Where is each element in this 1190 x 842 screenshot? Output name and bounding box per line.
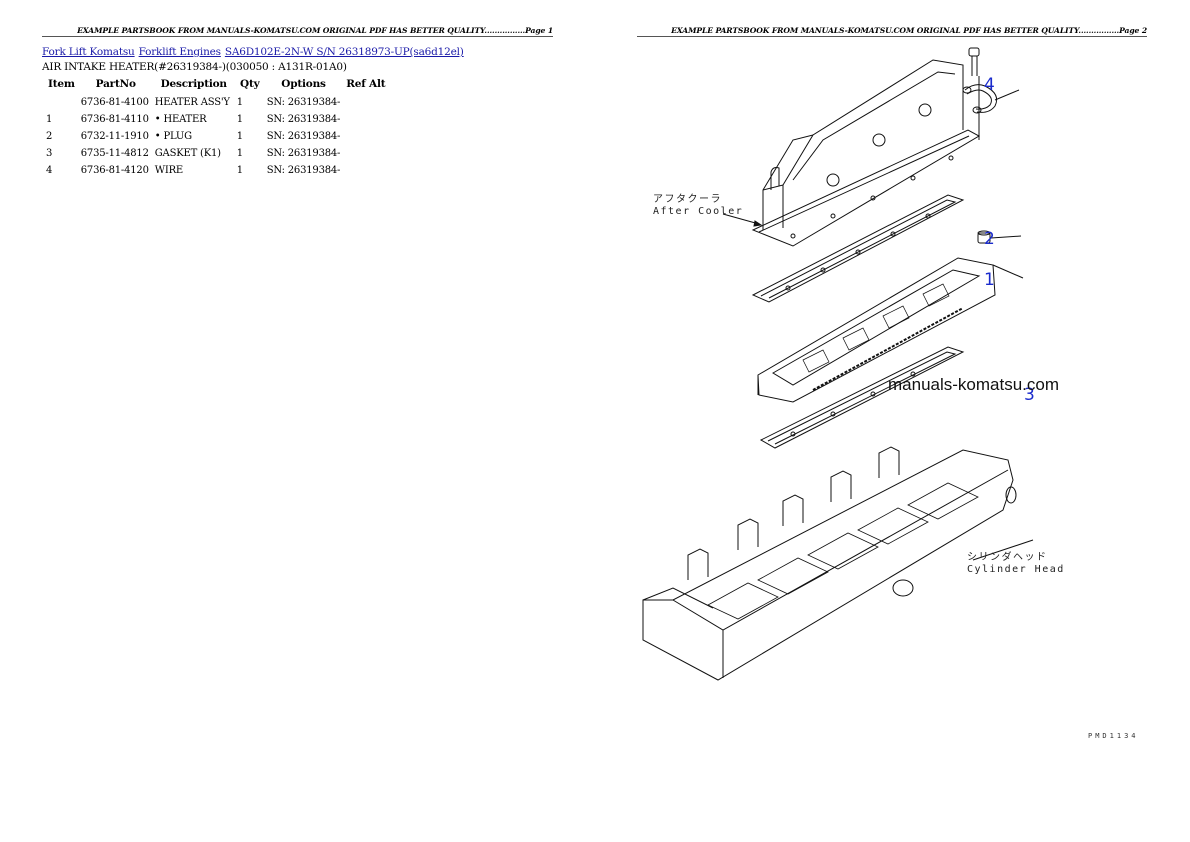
cell-qty: 1 [236, 165, 243, 176]
table-row: 2 6732-11-1910 • PLUG 1 SN: 26319384- [44, 128, 389, 145]
table-row: 6736-81-4100 HEATER ASS'Y 1 SN: 26319384… [44, 94, 389, 111]
cell-description: • HEATER [154, 114, 207, 125]
cell-description: WIRE [154, 165, 184, 176]
after-cooler-icon [722, 59, 981, 247]
callout-3[interactable]: 3 [1024, 385, 1035, 405]
cell-item: 4 [46, 165, 53, 176]
cell-partno: 6736-81-4120 [80, 165, 149, 176]
cell-description: • PLUG [154, 131, 192, 142]
col-options: Options [281, 78, 326, 90]
table-row: 1 6736-81-4110 • HEATER 1 SN: 26319384- [44, 111, 389, 128]
page-header: EXAMPLE PARTSBOOK FROM MANUALS-KOMATSU.C… [671, 26, 1147, 35]
cell-qty: 1 [236, 114, 243, 125]
header-divider [637, 36, 1147, 37]
exploded-parts-diagram [642, 47, 1034, 681]
after-cooler-label-jp: アフタクーラ [653, 194, 722, 205]
cell-options: SN: 26319384- [266, 97, 341, 108]
col-item: Item [48, 78, 75, 90]
cell-partno: 6736-81-4110 [80, 114, 149, 125]
page-header: EXAMPLE PARTSBOOK FROM MANUALS-KOMATSU.C… [77, 26, 553, 35]
heater-housing-icon [757, 257, 1024, 403]
gasket-lower-icon [759, 346, 965, 449]
col-refalt: Ref Alt [346, 78, 386, 90]
table-header-row: Item PartNo Description Qty Options Ref … [44, 77, 389, 94]
cylinder-head-label-en: Cylinder Head [967, 564, 1065, 575]
section-title: AIR INTAKE HEATER(#26319384-)(030050 : A… [42, 61, 347, 73]
table-row: 4 6736-81-4120 WIRE 1 SN: 26319384- [44, 162, 389, 179]
callout-4[interactable]: 4 [984, 75, 995, 95]
cell-item: 1 [46, 114, 53, 125]
cell-qty: 1 [236, 148, 243, 159]
breadcrumb-link-fork-lift-komatsu[interactable]: Fork Lift Komatsu [42, 46, 135, 58]
parts-table: Item PartNo Description Qty Options Ref … [44, 77, 389, 179]
cell-item [44, 94, 79, 111]
header-divider [42, 36, 553, 37]
cell-partno: 6732-11-1910 [80, 131, 149, 142]
cell-item: 2 [46, 131, 53, 142]
cylinder-head-label: シリンダヘッド Cylinder Head [967, 552, 1065, 576]
cell-options: SN: 26319384- [266, 131, 341, 142]
cell-refalt [342, 111, 389, 128]
parts-list-page: EXAMPLE PARTSBOOK FROM MANUALS-KOMATSU.C… [42, 26, 553, 179]
cell-options: SN: 26319384- [266, 148, 341, 159]
cylinder-head-icon [642, 446, 1034, 681]
plug-part-icon [977, 230, 1022, 244]
after-cooler-label-en: After Cooler [653, 206, 744, 217]
gasket-upper-icon [751, 194, 965, 303]
col-description: Description [160, 78, 227, 90]
after-cooler-label: アフタクーラ After Cooler [653, 194, 743, 218]
cell-partno: 6735-11-4812 [80, 148, 149, 159]
col-partno: PartNo [95, 78, 136, 90]
cell-partno: 6736-81-4100 [80, 97, 149, 108]
cell-description: HEATER ASS'Y [154, 97, 230, 108]
cell-refalt [342, 128, 389, 145]
cell-options: SN: 26319384- [266, 165, 341, 176]
cell-item: 3 [46, 148, 53, 159]
cylinder-head-label-jp: シリンダヘッド [967, 552, 1048, 563]
breadcrumb-link-forklift-engines[interactable]: Forklift Engines [138, 46, 221, 58]
cell-qty: 1 [236, 97, 243, 108]
callout-1[interactable]: 1 [984, 270, 995, 290]
drawing-code: PMD1134 [1088, 732, 1139, 740]
cell-refalt [342, 145, 389, 162]
cell-options: SN: 26319384- [266, 114, 341, 125]
cell-description: GASKET (K1) [154, 148, 221, 159]
table-row: 3 6735-11-4812 GASKET (K1) 1 SN: 2631938… [44, 145, 389, 162]
col-qty: Qty [240, 78, 260, 90]
cell-qty: 1 [236, 131, 243, 142]
cell-refalt [342, 94, 389, 111]
cell-refalt [342, 162, 389, 179]
breadcrumb-link-engine-model[interactable]: SA6D102E-2N-W S/N 26318973-UP(sa6d12el) [224, 46, 464, 58]
callout-2[interactable]: 2 [984, 229, 995, 249]
watermark: manuals-komatsu.com [888, 375, 1060, 394]
diagram-page: EXAMPLE PARTSBOOK FROM MANUALS-KOMATSU.C… [595, 0, 1190, 842]
